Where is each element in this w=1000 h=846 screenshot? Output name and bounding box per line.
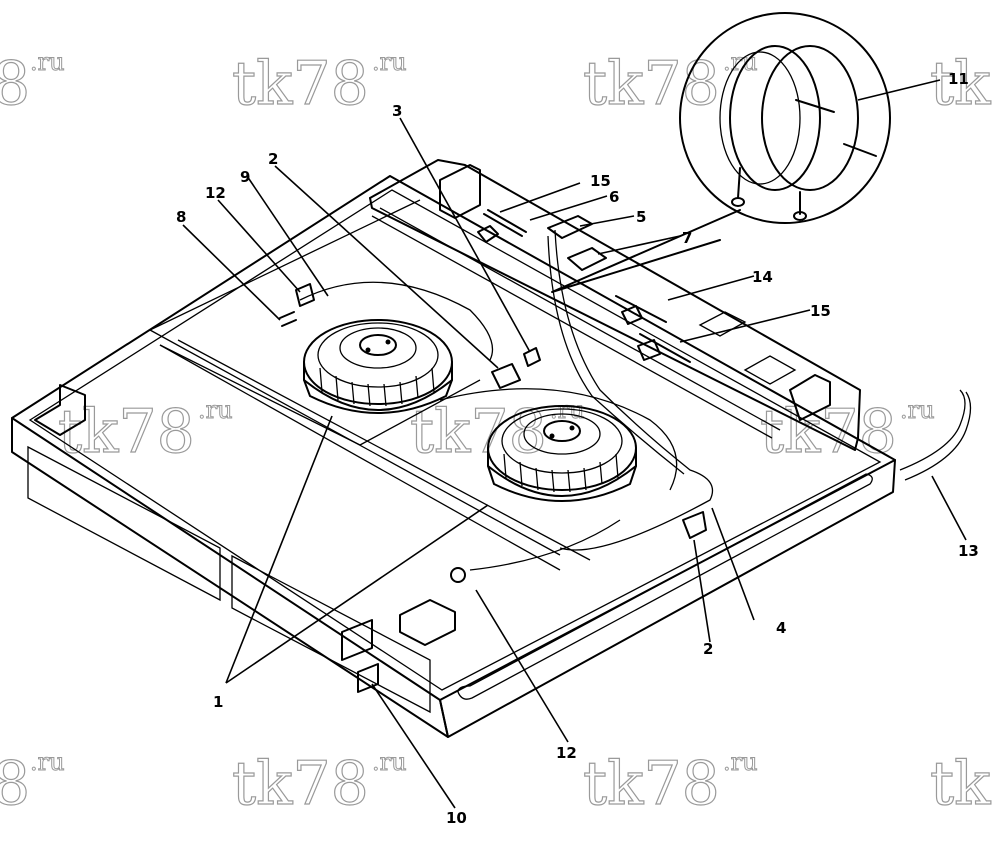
callout-9: 9 bbox=[240, 168, 250, 186]
callout-2-top: 2 bbox=[268, 150, 278, 168]
watermark-suffix: .ru bbox=[372, 748, 407, 776]
watermark-text: tk78 bbox=[583, 49, 720, 119]
callout-6: 6 bbox=[609, 188, 619, 206]
detail-inset bbox=[551, 12, 891, 293]
watermark-text: tk bbox=[930, 49, 991, 119]
watermark-text: tk78 bbox=[760, 397, 897, 467]
watermark-text: tk78 bbox=[232, 749, 369, 819]
watermark-text: tk78 bbox=[232, 49, 369, 119]
watermark-text: tk78 bbox=[583, 749, 720, 819]
watermark-suffix: .ru bbox=[30, 48, 65, 76]
callout-14: 14 bbox=[752, 268, 773, 286]
callout-labels: 1 2 2 3 4 5 6 7 8 9 10 11 12 12 13 14 15… bbox=[176, 70, 979, 827]
callout-10: 10 bbox=[446, 809, 467, 827]
blower-wheel-right bbox=[487, 405, 637, 502]
callout-15-right: 15 bbox=[810, 302, 831, 320]
watermark-text: tk78 bbox=[58, 397, 195, 467]
watermark-text: 8 bbox=[0, 749, 30, 819]
evaporator-housing bbox=[11, 159, 896, 738]
watermark-suffix: .ru bbox=[372, 48, 407, 76]
blower-wheel-left bbox=[303, 319, 453, 414]
callout-12-top: 12 bbox=[205, 184, 226, 202]
watermark-text: 8 bbox=[0, 49, 30, 119]
watermark-layer: 8 .ru tk78 .ru tk78 .ru tk tk78 .ru tk78… bbox=[0, 48, 992, 820]
wiring-harness bbox=[299, 229, 972, 571]
leader-lines bbox=[182, 79, 967, 809]
watermark-suffix: .ru bbox=[30, 748, 65, 776]
callout-15-top: 15 bbox=[590, 172, 611, 190]
callout-1: 1 bbox=[213, 693, 223, 711]
watermark-suffix: .ru bbox=[723, 748, 758, 776]
callout-7: 7 bbox=[682, 229, 692, 247]
callout-11: 11 bbox=[948, 70, 969, 88]
watermark-suffix: .ru bbox=[900, 396, 935, 424]
watermark-suffix: .ru bbox=[198, 396, 233, 424]
callout-5: 5 bbox=[636, 208, 646, 226]
callout-8: 8 bbox=[176, 208, 186, 226]
callout-3: 3 bbox=[392, 102, 402, 120]
callout-4: 4 bbox=[776, 619, 786, 637]
watermark-text: tk bbox=[930, 749, 991, 819]
callout-12-bottom: 12 bbox=[556, 744, 577, 762]
callout-13: 13 bbox=[958, 542, 979, 560]
callout-2-bottom: 2 bbox=[703, 640, 713, 658]
